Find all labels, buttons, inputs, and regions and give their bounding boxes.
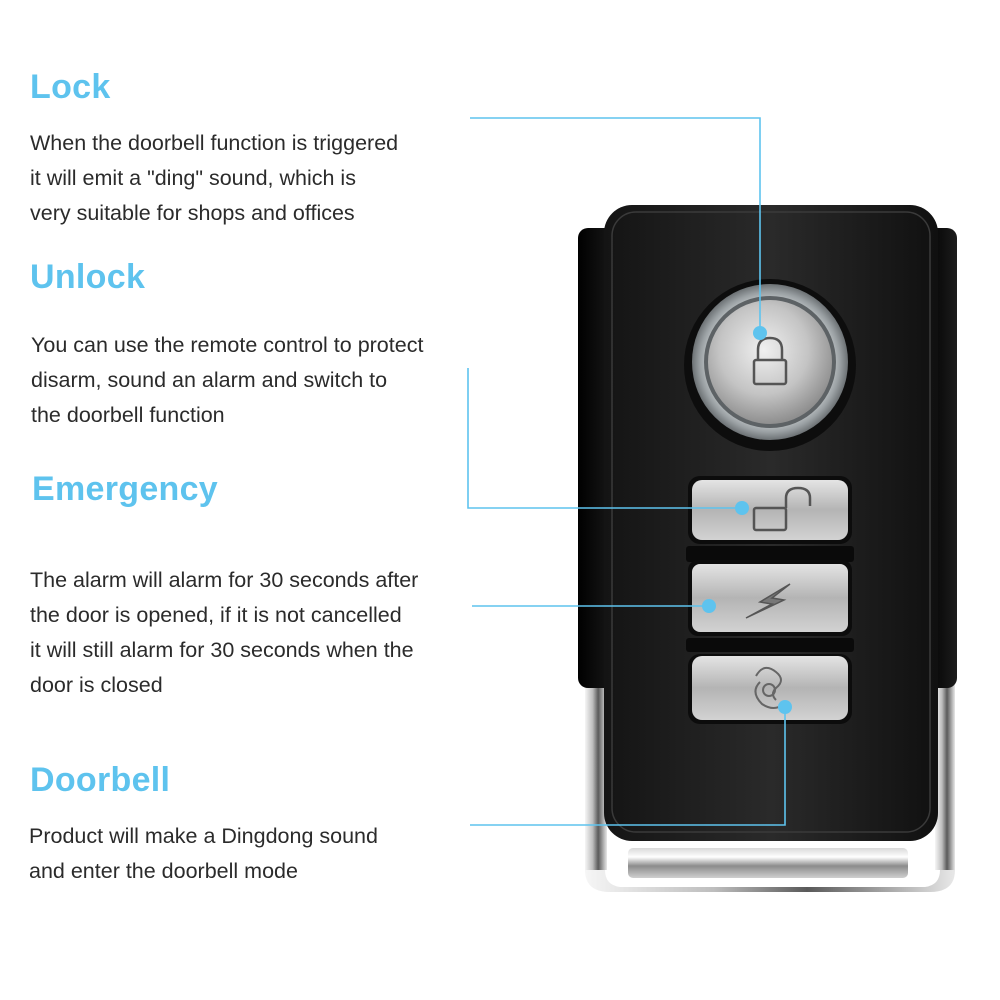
lock-icon	[752, 336, 788, 386]
lock-button[interactable]	[684, 279, 856, 451]
doorbell-heading: Doorbell	[30, 761, 171, 799]
callout-unlock	[467, 368, 740, 509]
unlock-icon	[752, 486, 812, 532]
emergency-button[interactable]	[688, 560, 852, 636]
callout-dot-lock	[753, 326, 767, 340]
doorbell-button[interactable]	[688, 654, 852, 724]
lock-description: When the doorbell function is triggered …	[30, 131, 399, 225]
doorbell-description: Product will make a Dingdong sound and e…	[29, 824, 378, 883]
unlock-description: You can use the remote control to protec…	[31, 333, 424, 427]
unlock-heading: Unlock	[30, 258, 146, 296]
callout-dot-emergency	[702, 599, 716, 613]
callout-doorbell	[470, 707, 786, 826]
callout-dot-doorbell	[778, 700, 792, 714]
callout-lock	[470, 117, 761, 333]
lightning-icon	[745, 583, 791, 619]
emergency-heading: Emergency	[32, 470, 219, 508]
callout-dots	[702, 326, 792, 714]
unlock-button[interactable]	[688, 476, 852, 544]
button-divider	[686, 546, 854, 562]
lock-heading: Lock	[30, 68, 111, 106]
emergency-description: The alarm will alarm for 30 seconds afte…	[30, 568, 419, 697]
button-divider	[686, 638, 854, 652]
callout-lines	[467, 117, 786, 826]
callout-dot-unlock	[735, 501, 749, 515]
chrome-frame	[585, 660, 955, 892]
bell-icon	[754, 666, 785, 709]
